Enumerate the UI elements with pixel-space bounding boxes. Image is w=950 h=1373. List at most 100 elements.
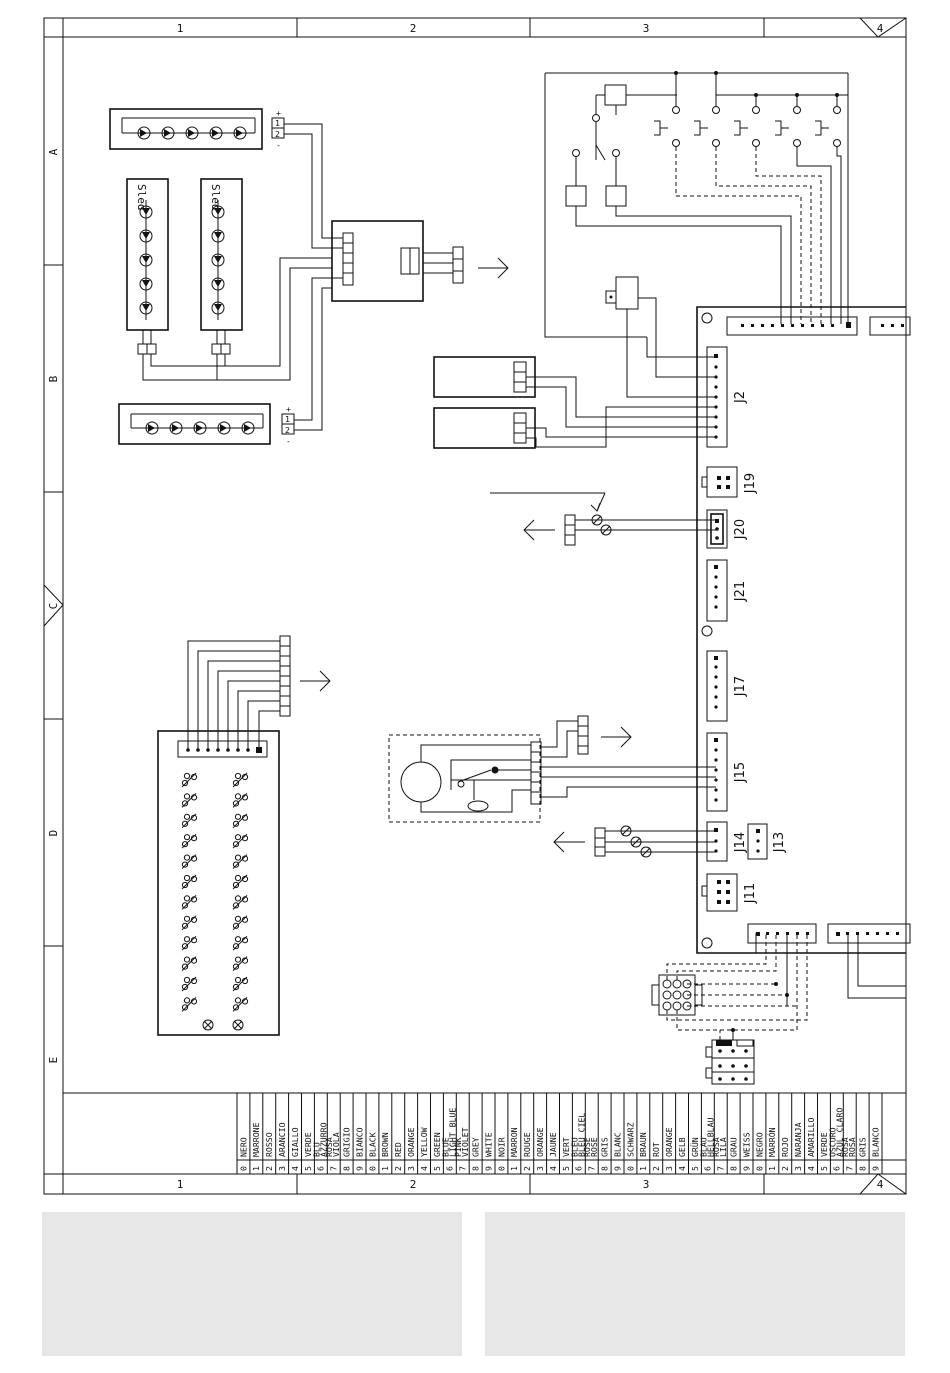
- keypad-button-icon: [181, 772, 198, 788]
- legend-color-name: ROSA: [324, 1137, 334, 1157]
- col-label-4-bottom: 4: [877, 1178, 884, 1191]
- keypad-button-icon: [232, 956, 249, 971]
- label-j21: J21: [733, 581, 748, 602]
- legend-color-name: ROSE: [582, 1137, 592, 1157]
- legend-color-name: ROUGE: [522, 1132, 532, 1157]
- col-label-2-bottom: 2: [410, 1178, 417, 1191]
- sled-label-right: Sled: [209, 184, 222, 211]
- legend-color-name: NOIR: [496, 1137, 506, 1157]
- legend-color-name: BRAUN: [638, 1132, 648, 1157]
- strip-bottom-minus: -: [286, 436, 291, 446]
- legend-code: 7: [587, 1166, 597, 1171]
- legend-color-name: VERT: [561, 1137, 571, 1157]
- legend-color-name: BLACK: [367, 1132, 377, 1157]
- wire-right-exit: [857, 933, 906, 987]
- sled-strip-right: Sled: [200, 178, 243, 331]
- legend-color-name: NARANJA: [793, 1122, 803, 1157]
- legend-code: 3: [793, 1166, 803, 1171]
- row-label-a: A: [47, 148, 60, 155]
- legend-code: 9: [741, 1166, 751, 1171]
- sensor-j2: [605, 276, 716, 398]
- legend-color-name: AZZURRO: [318, 1122, 328, 1157]
- note-panel-right: [485, 1212, 905, 1356]
- module-box-upper: [433, 356, 716, 428]
- connector-j19: J19: [701, 466, 758, 498]
- legend-code: 6: [445, 1166, 455, 1171]
- legend-color-name: GRIS: [599, 1137, 609, 1157]
- legend-code: 8: [470, 1166, 480, 1171]
- keypad-indicator-left: [202, 1019, 214, 1031]
- legend-color-name: BROWN: [380, 1132, 390, 1157]
- legend-color-name: BLUE: [440, 1137, 450, 1157]
- column-labels-top: 1 2 3 4: [177, 22, 884, 35]
- col-label-1-bottom: 1: [177, 1178, 184, 1191]
- legend-code: 9: [870, 1166, 880, 1171]
- col-label-3-bottom: 3: [643, 1178, 650, 1191]
- connector-j21: J21: [706, 559, 748, 622]
- keypad-button-icon: [232, 833, 249, 849]
- switch-contacts: [654, 73, 849, 324]
- col-label-2: 2: [410, 22, 417, 35]
- keypad-button-icon: [232, 772, 249, 788]
- connector-j15: J15: [706, 732, 748, 812]
- keypad-button-icon: [232, 935, 249, 951]
- legend-code: 4: [806, 1166, 816, 1171]
- keypad-wires: [187, 640, 280, 750]
- legend-color-name: PINK: [453, 1137, 463, 1157]
- legend-color-name: MARRÓN: [766, 1127, 777, 1157]
- legend-code: 4: [419, 1166, 429, 1171]
- note-panel-left: [42, 1212, 462, 1356]
- legend-code: 2: [393, 1166, 403, 1171]
- legend-code: 7: [329, 1166, 339, 1171]
- legend-color-name: NEGRO: [754, 1132, 764, 1157]
- keypad-button-icon: [181, 854, 198, 869]
- legend-color-name: BLU: [311, 1142, 321, 1157]
- sled-label-left: Sled: [135, 184, 148, 211]
- legend-color-name: WEISS: [741, 1132, 751, 1157]
- legend-code: 4: [290, 1166, 300, 1171]
- legend-color-name: ROJO: [780, 1137, 790, 1157]
- legend-code: 0: [625, 1166, 635, 1171]
- legend-code: 6: [316, 1166, 326, 1171]
- legend-code: 1: [380, 1166, 390, 1171]
- legend-color-name: BLANCO: [870, 1127, 880, 1157]
- keypad-button-icon: [232, 854, 249, 869]
- legend-color-name: AZUL CLARO: [834, 1108, 844, 1157]
- row-labels: A B C D E: [47, 148, 60, 1063]
- legend-code: 9: [483, 1166, 493, 1171]
- legend-color-name: BLAU: [698, 1137, 708, 1157]
- power-connector-upper: [651, 933, 808, 1031]
- legend-code: 3: [535, 1166, 545, 1171]
- keypad-button-icon: [181, 976, 198, 992]
- legend-color-name: MARRON: [509, 1127, 519, 1157]
- legend-code: 9: [354, 1166, 364, 1171]
- legend-code: 4: [677, 1166, 687, 1171]
- legend-code: 2: [651, 1166, 661, 1171]
- connector-j11: J11: [701, 873, 758, 912]
- legend-color-name: JAUNE: [548, 1132, 558, 1157]
- legend-code: 5: [819, 1166, 829, 1171]
- strip-top-pin2: 2: [275, 129, 280, 139]
- legend-color-name: ORANGE: [664, 1127, 674, 1157]
- keypad-button-icon: [181, 895, 198, 910]
- legend-code: 3: [277, 1166, 287, 1171]
- legend-code: 1: [251, 1166, 261, 1171]
- sled-connectors: [137, 257, 332, 381]
- legend-code: 1: [767, 1166, 777, 1171]
- legend-code: 6: [574, 1166, 584, 1171]
- j20-output: [490, 492, 716, 546]
- led-symbols-top: [137, 126, 247, 140]
- legend-color-name: GRÜN: [690, 1137, 700, 1157]
- top-header-pins: [741, 322, 851, 328]
- label-j11: J11: [743, 883, 758, 904]
- strip-top-pin1: 1: [275, 118, 280, 128]
- legend-color-name: SCHWARZ: [625, 1122, 635, 1157]
- keypad-button-icon: [232, 895, 249, 910]
- col-label-1: 1: [177, 22, 184, 35]
- legend-color-name: GREEN: [432, 1132, 442, 1157]
- col-label-4: 4: [877, 22, 884, 35]
- keypad-button-icon: [232, 915, 249, 931]
- color-legend-table: 0NERO1MARRONE2ROSSO3ARANCIO4GIALLO5VERDE…: [236, 1093, 906, 1174]
- keypad-indicator-right: [232, 1019, 244, 1031]
- legend-code: 3: [664, 1166, 674, 1171]
